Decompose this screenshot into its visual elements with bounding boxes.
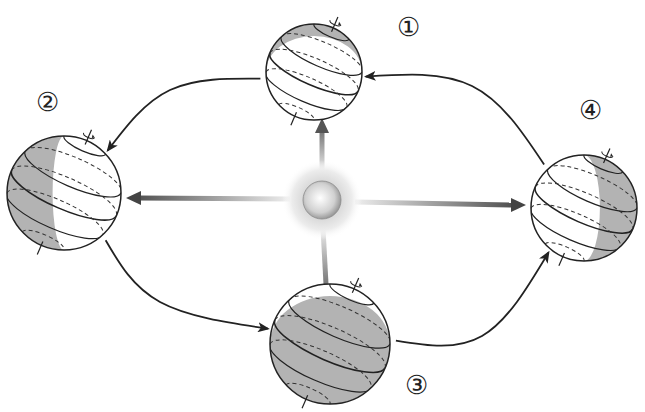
rotation-arrowhead [610,153,614,157]
sun [303,181,341,219]
ray-arrow [138,198,290,199]
rotation-arrowhead [338,22,342,26]
latitude-line-back [275,305,392,368]
globe-drawing [254,268,406,412]
drawing-part [285,15,343,128]
earth-axis [291,112,297,125]
latitude-line [526,208,621,259]
callout-number: ② [36,89,59,115]
earth-axis [559,253,565,266]
latitude-line-back [535,173,638,229]
drawing-part [250,263,409,412]
drawing-part [514,137,645,279]
latitude-line-back [548,157,643,208]
drawing-part [297,276,365,411]
rotation-arrow [350,281,362,288]
drawing-part [32,127,97,257]
globe-drawing [515,139,645,277]
latitude-line [19,151,121,206]
globe-outline [7,136,121,250]
globe-outline [270,284,390,404]
latitude-line [542,169,637,220]
drawing-part [250,8,377,137]
latitude-line-back [270,330,377,388]
callout-number: ③ [405,372,428,398]
latitude-line-back [281,26,367,72]
globe-drawing [0,120,137,266]
latitude-line [283,300,390,358]
earth-globe: ① [266,24,362,120]
callout-number: ① [397,14,420,40]
rotation-arrow [329,20,341,27]
drawing-part [250,263,409,412]
latitude-line [265,53,358,104]
earth-globe: ② [7,136,121,250]
night-side [584,155,637,261]
callout-number: ④ [579,97,602,123]
ray-arrowhead [126,191,141,205]
latitude-line-back [7,180,109,235]
drawing-part [0,116,140,269]
rotation-arrow [601,152,613,159]
orbit-arrow [396,253,549,346]
globe-drawing [250,8,378,136]
sun-rays [126,118,526,284]
orbit-arrow [106,240,268,328]
globe-outline [266,24,362,120]
drawing-part [514,137,645,279]
rotation-arrowhead [91,135,95,139]
earth-axis [37,242,43,255]
latitude-line-back [270,41,363,92]
sun-glow [282,160,362,240]
rotation-arrowhead [358,283,362,287]
globe-outline [531,155,637,261]
earth-globe: ③ [270,284,390,404]
night-side [7,136,64,250]
latitude-line-back [25,138,127,193]
latitude-line-back [266,61,352,107]
drawing-part [250,8,377,137]
drawing-part [553,146,615,268]
latitude-line-back [289,286,396,344]
drawing-part [0,116,140,269]
latitude-line [1,193,103,248]
drawing-part [0,116,140,269]
orbit-arrow [366,75,544,165]
earth-axis [302,395,308,408]
ray-arrowhead [511,198,526,212]
latitude-line [261,72,347,118]
ray-arrow [355,202,512,205]
drawing-part [250,8,377,137]
earth-globe: ④ [531,155,637,261]
latitude-line-back [531,196,626,247]
latitude-line-back [12,156,123,216]
drawing-part [250,263,409,412]
latitude-line [264,344,371,402]
rotation-arrow [83,133,95,140]
drawing-part [514,137,645,279]
orbit-arrow [108,79,261,151]
